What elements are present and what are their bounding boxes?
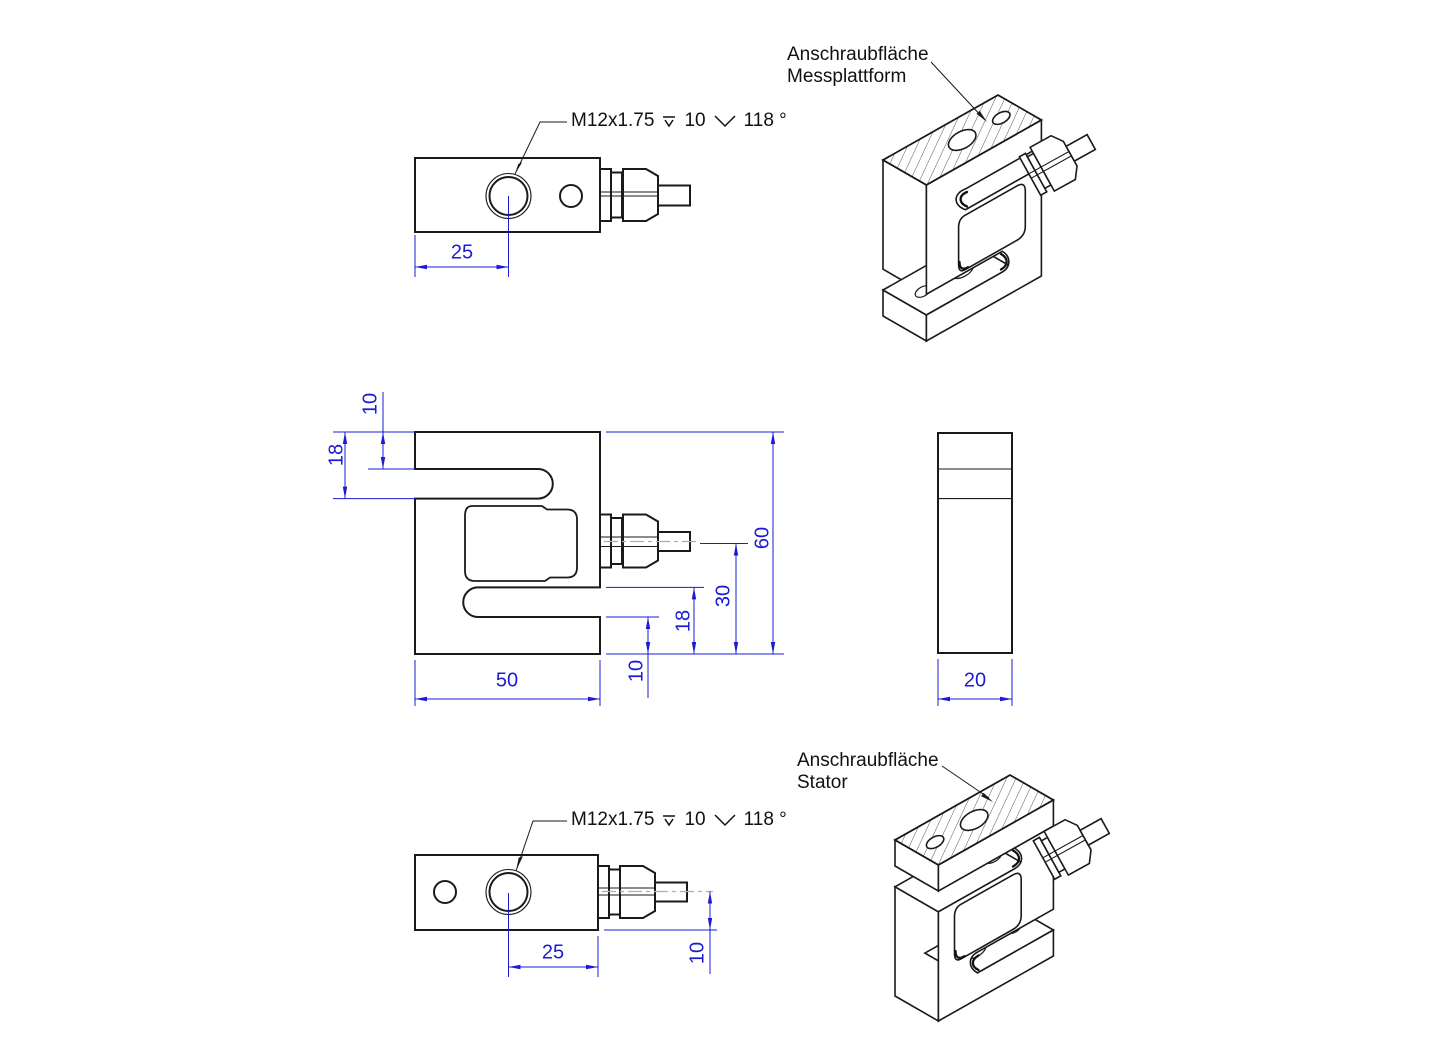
thread-depth: 10: [684, 110, 706, 131]
dim-label: 10: [686, 941, 709, 965]
side-view: [937, 432, 1013, 706]
front-s-outline: [414, 431, 601, 655]
cable-gland: [599, 168, 691, 222]
thread-callout-bottom: M12x1.75 10 118 °: [571, 809, 787, 831]
thread-spec: M12x1.75: [571, 110, 655, 131]
countersink-symbol-icon: [714, 115, 736, 128]
iso-view-stator: [893, 765, 1111, 1023]
face-label-line: Messplattform: [787, 66, 907, 87]
dim-label: 60: [751, 526, 774, 550]
label-leader: [941, 765, 990, 799]
face-label-line: Anschraubfläche: [797, 750, 939, 771]
countersink-angle: 118 °: [743, 809, 787, 830]
dim-label: 18: [325, 443, 348, 467]
countersink-symbol-icon: [714, 814, 736, 827]
bottom-dimensions: [508, 891, 717, 977]
dim-label: 18: [672, 609, 695, 633]
threaded-hole: [959, 808, 989, 832]
callout-leader-bottom: [515, 820, 567, 872]
cable-gland: [1032, 817, 1111, 881]
face-label-line: Stator: [797, 772, 848, 793]
face-label-messplattform: Anschraubfläche Messplattform: [787, 44, 929, 88]
dim-label: 30: [712, 584, 735, 608]
face-label-stator: Anschraubfläche Stator: [797, 750, 939, 794]
thread-callout-top: M12x1.75 10 118 °: [571, 110, 787, 132]
small-hole: [433, 880, 457, 904]
iso-center-hole: [953, 872, 1022, 961]
iso-top-block: [893, 774, 1056, 893]
plan-top-view: [414, 121, 691, 277]
label-leader: [930, 61, 985, 120]
dim-25-top: [414, 196, 509, 277]
depth-symbol-icon: [663, 116, 676, 128]
front-view: [333, 392, 784, 706]
dim-label: 10: [359, 392, 382, 416]
dim-label: 20: [963, 669, 987, 692]
thread-spec: M12x1.75: [571, 809, 655, 830]
plan-bottom-view: [414, 820, 717, 977]
dim-label: 25: [541, 941, 565, 964]
dim-20: [937, 659, 1013, 706]
dim-label: 50: [495, 669, 519, 692]
iso-center-hole: [957, 183, 1027, 272]
thread-depth: 10: [684, 809, 706, 830]
side-body: [937, 432, 1013, 654]
face-label-line: Anschraubfläche: [787, 44, 929, 65]
small-hole: [991, 110, 1011, 126]
countersink-angle: 118 °: [743, 110, 787, 131]
threaded-hole: [947, 128, 977, 152]
small-hole: [925, 834, 945, 850]
depth-symbol-icon: [663, 815, 676, 827]
iso-top-face-hatched: [881, 94, 1044, 186]
dim-label: 10: [625, 659, 648, 683]
front-dimensions: [333, 392, 784, 706]
small-hole: [559, 184, 583, 208]
dim-label: 25: [450, 241, 474, 264]
callout-leader-top: [514, 121, 567, 175]
front-center-hole: [464, 505, 578, 582]
cable-gland: [1018, 133, 1097, 197]
iso-view-messplattform: [881, 61, 1097, 343]
